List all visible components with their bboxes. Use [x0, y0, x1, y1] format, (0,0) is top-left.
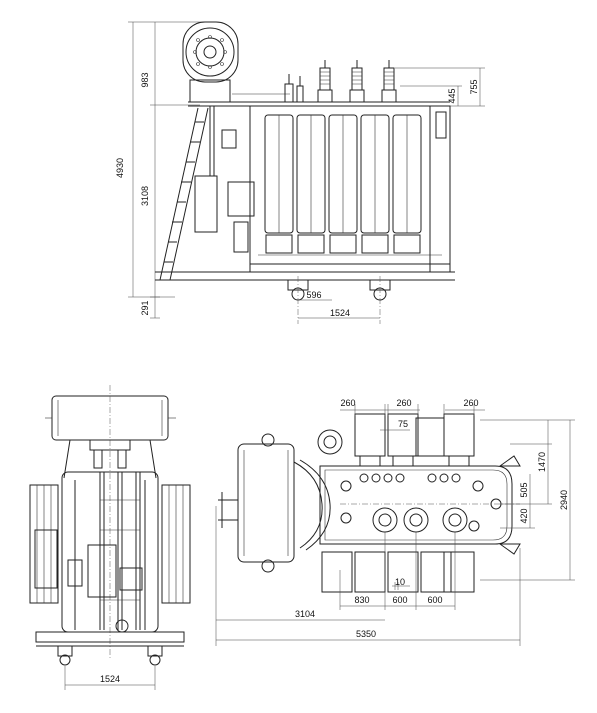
dim-total-length: 5350	[356, 629, 376, 639]
dim-radiator-width-a: 260	[340, 398, 355, 408]
dim-tank-height: 3108	[140, 186, 150, 206]
dim-gap-75: 75	[398, 419, 408, 429]
dim-front-track-width: 1524	[100, 674, 120, 684]
dim-bushing-height-a: 445	[447, 88, 457, 103]
dim-base-height: 291	[140, 300, 150, 315]
top-view: 260 260 260 75 1470 505 420 2940	[215, 398, 575, 646]
dim-505: 505	[519, 482, 529, 497]
dim-side-track-width: 1524	[330, 308, 350, 318]
dim-830: 830	[354, 595, 369, 605]
dim-600-b: 600	[427, 595, 442, 605]
dim-gap-10: 10	[395, 577, 405, 587]
dim-600-a: 600	[392, 595, 407, 605]
dim-conservator-height: 983	[140, 72, 150, 87]
front-view: 1524	[29, 385, 191, 690]
dim-420: 420	[519, 508, 529, 523]
side-view: 4930 983 3108 291	[115, 21, 485, 324]
dim-wheel-offset: 596	[306, 290, 321, 300]
dim-1470: 1470	[537, 452, 547, 472]
dim-3104: 3104	[295, 609, 315, 619]
dim-total-height: 4930	[115, 158, 125, 178]
dim-radiator-width-b: 260	[396, 398, 411, 408]
dim-2940: 2940	[559, 490, 569, 510]
dim-radiator-width-c: 260	[463, 398, 478, 408]
dim-bushing-height-b: 755	[469, 79, 479, 94]
